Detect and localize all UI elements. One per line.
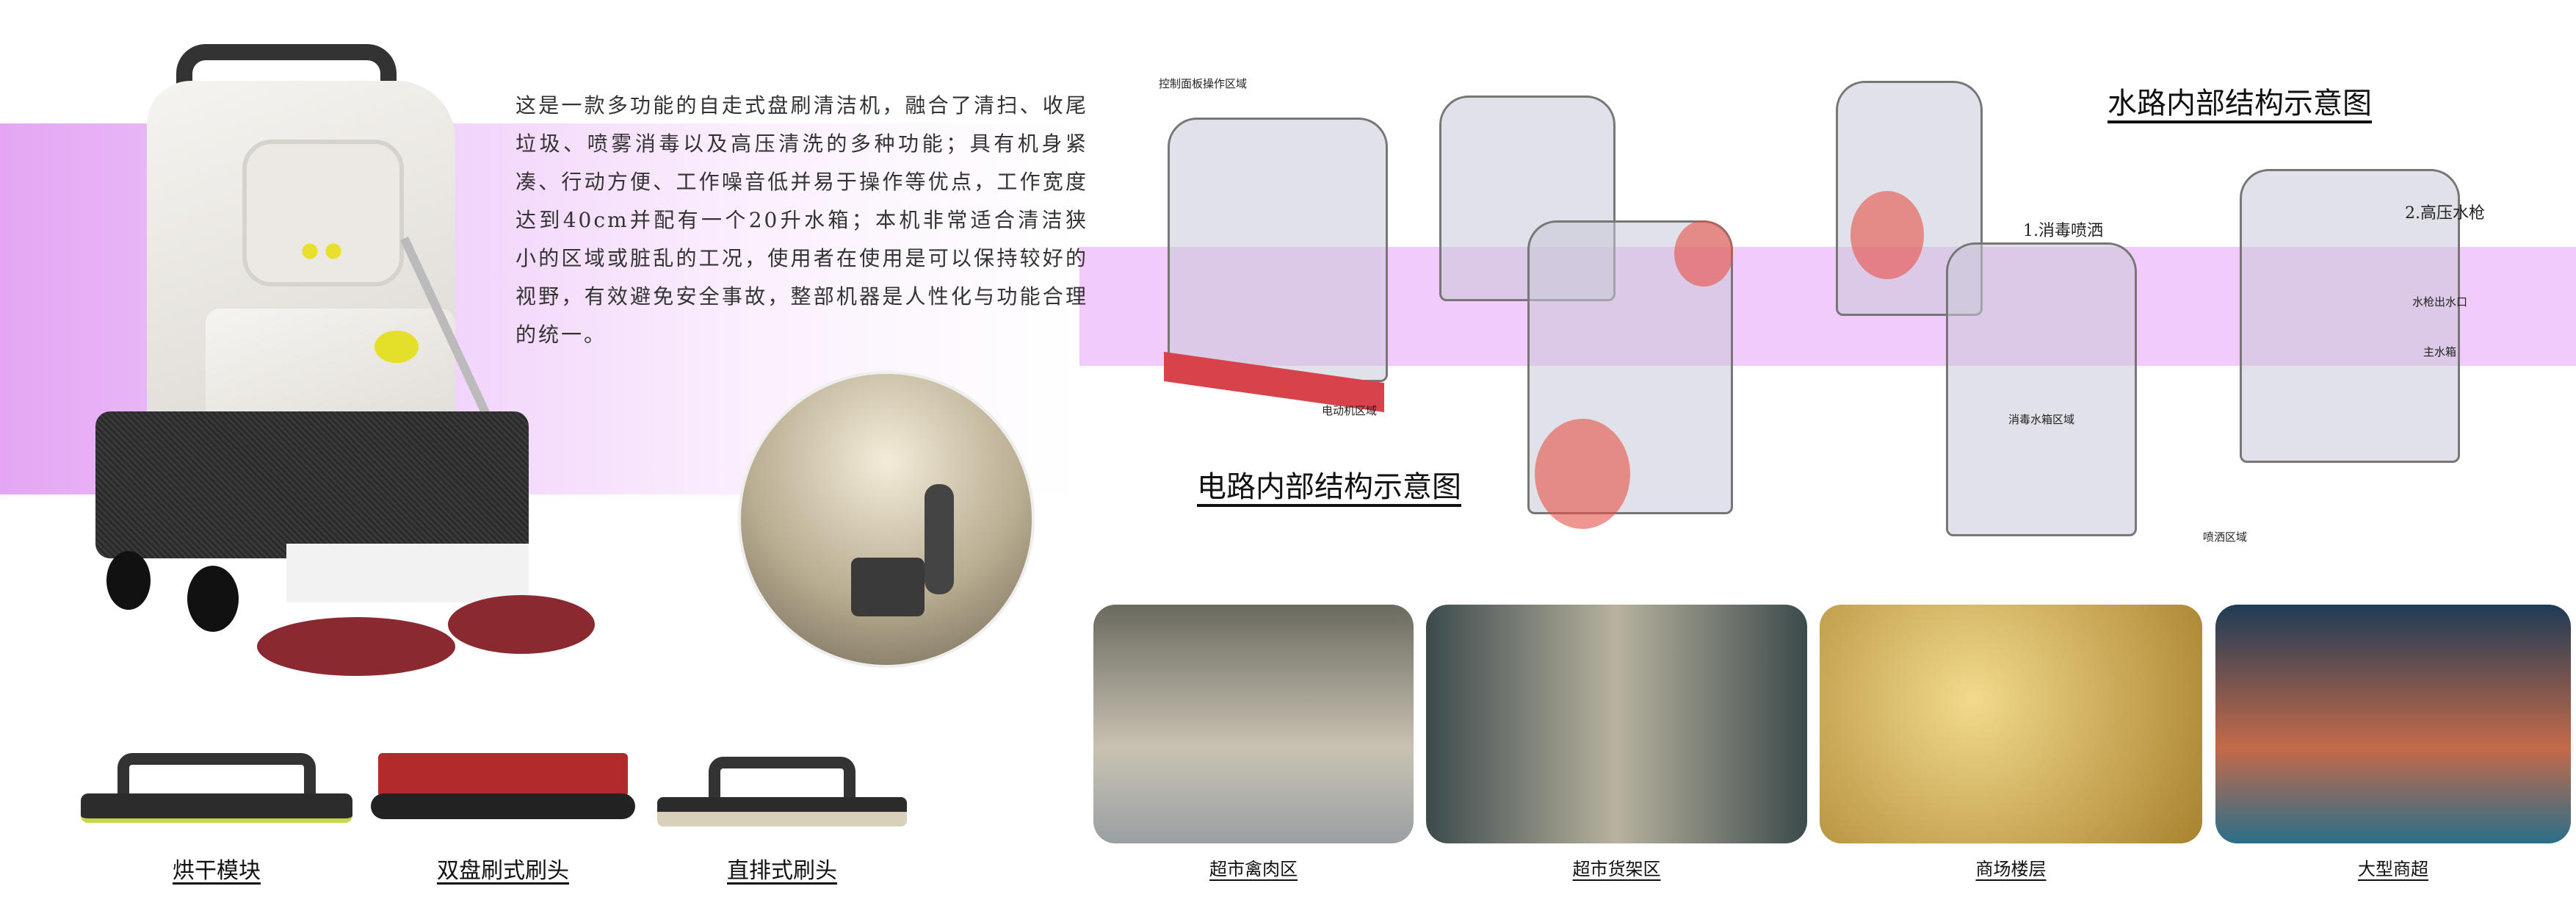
module-handle — [709, 757, 855, 801]
brush-housing — [378, 753, 628, 797]
drying-module-image — [81, 753, 352, 827]
highlight-red — [1850, 191, 1924, 279]
label-disinfect-tank: 消毒水箱区域 — [2008, 413, 2075, 426]
water-diagram-title: 水路内部结构示意图 — [2108, 87, 2372, 120]
brush-discs — [371, 793, 635, 819]
module-label: 双盘刷式刷头 — [437, 858, 569, 884]
circuit-diagram-view-1 — [1168, 118, 1388, 382]
water-diagram-view-2 — [1946, 242, 2137, 536]
scene-photo-hypermarket — [2215, 605, 2571, 843]
module-base — [81, 793, 352, 823]
module-label: 烘干模块 — [173, 858, 261, 884]
module-handle — [117, 753, 316, 797]
scene-photo-shelves — [1426, 605, 1807, 843]
brush-disc — [257, 617, 455, 676]
scene-label: 超市禽肉区 — [1209, 859, 1298, 879]
water-diagram-view-3 — [2240, 169, 2460, 463]
wheel — [187, 566, 239, 632]
scene-photo-mall-floor — [1820, 605, 2202, 843]
label-main-tank: 主水箱 — [2423, 345, 2457, 359]
yellow-cap — [375, 331, 419, 363]
white-plate — [286, 544, 529, 602]
scene-label: 商场楼层 — [1975, 859, 2047, 879]
person-in-photo — [925, 484, 954, 594]
label-gun-outlet: 水枪出水口 — [2412, 295, 2468, 309]
scene-label: 超市货架区 — [1572, 859, 1661, 879]
highlight-red — [1674, 220, 1733, 287]
label-control-panel-area: 控制面板操作区域 — [1159, 77, 1248, 90]
cleaning-machine-render — [81, 29, 609, 676]
brush-disc — [448, 595, 595, 654]
label-spray-area: 喷洒区域 — [2203, 530, 2248, 544]
scene-label: 大型商超 — [2358, 859, 2428, 879]
label-motor-area: 电动机区域 — [1322, 404, 1378, 417]
module-label: 直排式刷头 — [727, 858, 837, 884]
label-disinfect-spray: 1.消毒喷洒 — [2023, 222, 2103, 240]
indicator-lights — [301, 242, 345, 260]
usage-photo — [738, 371, 1035, 668]
control-panel — [242, 140, 404, 287]
double-disc-brush-image — [371, 753, 635, 827]
machine-in-photo — [851, 558, 925, 616]
straight-brush-image — [657, 757, 907, 830]
wheel — [106, 551, 151, 610]
module-base — [657, 797, 907, 827]
label-high-pressure-gun: 2.高压水枪 — [2405, 204, 2485, 223]
product-description: 这是一款多功能的自走式盘刷清洁机，融合了清扫、收尾垃圾、喷雾消毒以及高压清洗的多… — [515, 93, 1088, 347]
highlight-red — [1535, 419, 1630, 529]
scene-photo-meat-section — [1093, 605, 1414, 843]
base-housing — [95, 411, 529, 558]
circuit-diagram-title: 电路内部结构示意图 — [1197, 470, 1461, 504]
